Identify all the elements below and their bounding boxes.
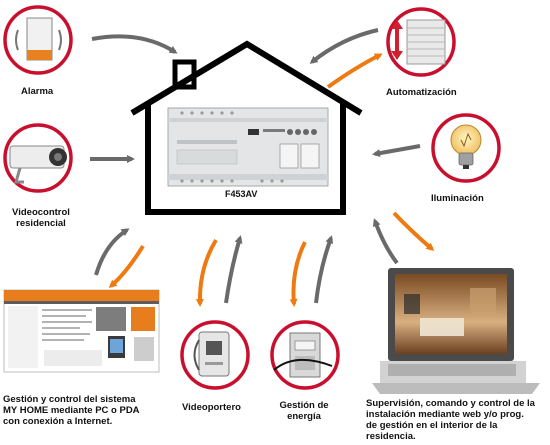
label-laptop-line3: de gestión en el interior de la <box>366 420 548 431</box>
label-videocontrol: Videocontrol residencial <box>2 207 80 229</box>
device-code-label: F453AV <box>225 189 257 200</box>
label-videocontrol-line1: Videocontrol <box>2 207 80 218</box>
label-energia: Gestión de energía <box>272 400 336 422</box>
website-screenshot <box>4 290 159 372</box>
label-videocontrol-line2: residencial <box>2 218 80 229</box>
label-automatizacion: Automatización <box>386 87 457 98</box>
label-pc-line3: con conexión a Internet. <box>3 416 163 427</box>
label-pc-control: Gestión y control del sistema MY HOME me… <box>3 394 163 427</box>
label-laptop-supervision: Supervisión, comando y control de la ins… <box>366 398 548 442</box>
label-laptop-line2: instalación mediante web y/o prog. <box>366 409 548 420</box>
light-bulb-icon <box>433 115 499 181</box>
label-laptop-line4: residencia. <box>366 431 548 442</box>
label-videoportero: Videoportero <box>182 402 241 413</box>
label-iluminacion: Iluminación <box>431 193 484 204</box>
label-energia-line1: Gestión de <box>272 400 336 411</box>
energy-management-icon <box>272 322 338 388</box>
automation-shutter-icon <box>388 9 454 75</box>
label-energia-line2: energía <box>272 411 336 422</box>
label-pc-line2: MY HOME mediante PC o PDA <box>3 405 163 416</box>
label-alarma: Alarma <box>21 86 53 97</box>
laptop-computer <box>372 268 540 394</box>
alarm-sensor-icon <box>5 7 71 73</box>
label-laptop-line1: Supervisión, comando y control de la <box>366 398 548 409</box>
label-pc-line1: Gestión y control del sistema <box>3 394 163 405</box>
video-entry-phone-icon <box>182 322 248 388</box>
central-unit-device <box>168 108 328 186</box>
video-camera-icon <box>5 125 71 191</box>
